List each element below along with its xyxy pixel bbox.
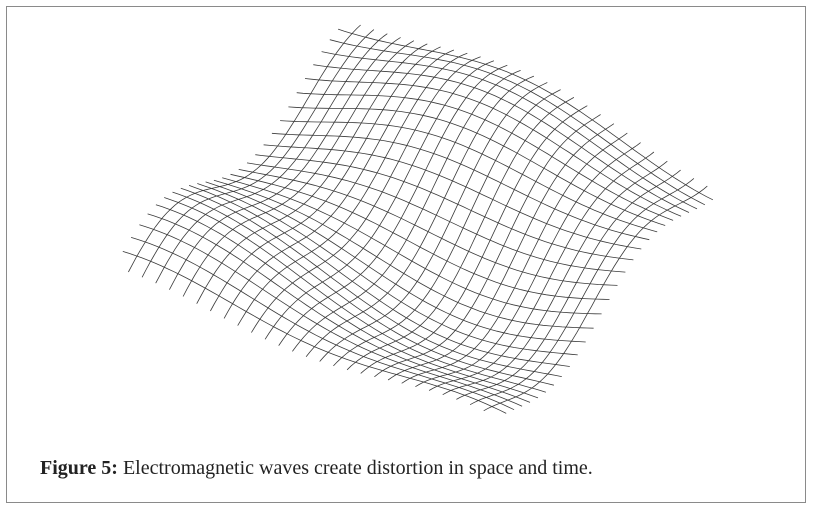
mesh-line-u-22 <box>304 78 682 217</box>
mesh-line-u-13 <box>230 173 610 300</box>
mesh-line-v-5 <box>196 43 428 304</box>
figure-caption-text: Electromagnetic waves create distortion … <box>117 457 593 479</box>
mesh-line-v-19 <box>387 123 615 381</box>
mesh-line-u-2 <box>139 224 523 407</box>
figure-caption: Figure 5: Electromagnetic waves create d… <box>40 457 780 480</box>
mesh-line-v-16 <box>346 97 575 371</box>
mesh-line-u-23 <box>313 64 690 213</box>
mesh-line-u-11 <box>213 179 594 329</box>
mesh-line-u-16 <box>255 154 634 261</box>
figure-label: Figure 5: <box>40 457 118 479</box>
mesh-line-u-15 <box>246 162 626 273</box>
mesh-line-v-21 <box>415 142 641 388</box>
mesh-line-v-24 <box>456 169 681 400</box>
mesh-line-v-6 <box>210 46 441 312</box>
mesh-line-v-11 <box>278 64 508 346</box>
mesh-line-v-13 <box>305 75 535 357</box>
mesh-line-v-14 <box>319 82 548 362</box>
mesh-line-u-4 <box>155 204 539 399</box>
wave-mesh-illustration <box>122 24 714 414</box>
mesh-line-v-18 <box>374 114 601 378</box>
mesh-line-v-23 <box>442 160 668 396</box>
mesh-line-v-20 <box>401 132 628 384</box>
mesh-line-v-15 <box>333 89 561 367</box>
mesh-line-v-3 <box>169 37 401 290</box>
mesh-line-u-8 <box>188 185 570 367</box>
mesh-line-u-25 <box>329 39 706 206</box>
mesh-line-v-17 <box>360 105 588 374</box>
mesh-line-v-0 <box>128 24 361 273</box>
mesh-line-v-25 <box>469 178 695 406</box>
mesh-line-u-24 <box>321 51 698 210</box>
mesh-line-v-8 <box>237 52 468 326</box>
mesh-line-v-1 <box>141 29 375 278</box>
mesh-line-u-18 <box>271 132 650 241</box>
mesh-line-v-22 <box>428 151 655 391</box>
mesh-line-u-21 <box>296 92 674 221</box>
mesh-line-v-26 <box>483 185 708 412</box>
mesh-line-u-19 <box>280 120 658 233</box>
mesh-line-u-14 <box>238 169 618 286</box>
figure-frame: Figure 5: Electromagnetic waves create d… <box>6 6 806 503</box>
mesh-line-u-17 <box>263 144 642 250</box>
mesh-line-u-26 <box>337 28 714 201</box>
mesh-line-u-20 <box>288 106 666 226</box>
